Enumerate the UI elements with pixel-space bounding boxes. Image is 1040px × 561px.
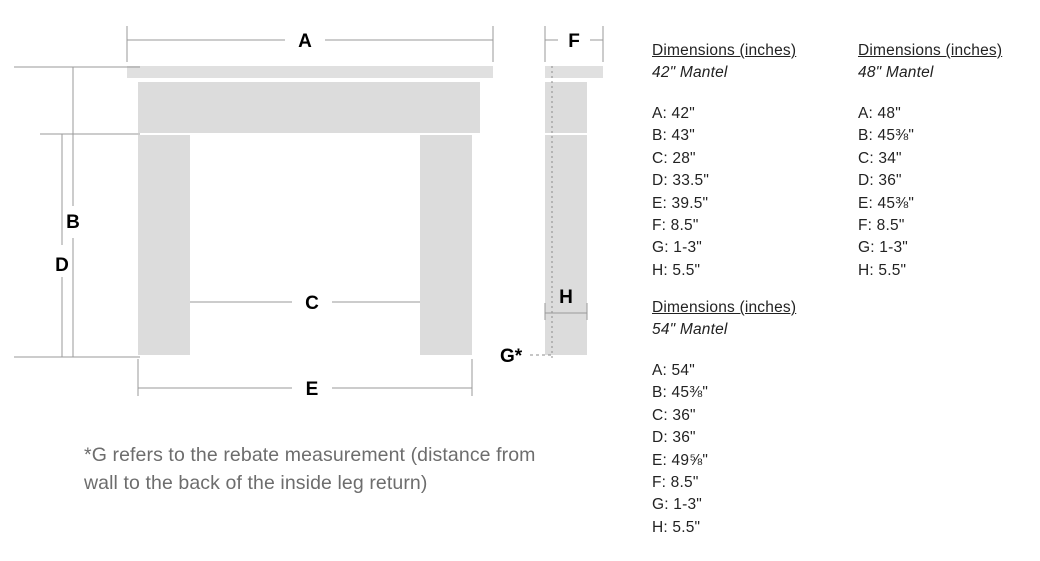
spec-row: E: 45⅜" xyxy=(858,194,915,212)
spec-row: H: 5.5" xyxy=(652,518,701,536)
dimension-label-a: A xyxy=(298,31,312,52)
dimension-a xyxy=(126,26,494,62)
spec-table-48: Dimensions (inches) 48" Mantel A: 48" B:… xyxy=(858,42,1002,282)
mantel-frieze-shape xyxy=(138,82,480,133)
side-leg-shape xyxy=(545,135,587,355)
spec-row: A: 48" xyxy=(858,105,901,122)
spec-list-42: A: 42" B: 43" C: 28" D: 33.5" E: 39.5" F… xyxy=(652,103,796,282)
dimension-label-g: G* xyxy=(500,346,523,367)
dimension-h xyxy=(544,303,588,320)
spec-row: F: 8.5" xyxy=(652,217,699,235)
spec-row: E: 49⅝" xyxy=(652,451,709,469)
dimension-label-h: H xyxy=(559,287,573,308)
spec-row: F: 8.5" xyxy=(652,474,699,492)
spec-row: C: 34" xyxy=(858,149,902,167)
dimension-f xyxy=(544,26,604,62)
mantel-left-leg-shape xyxy=(138,135,190,355)
front-elevation-shapes xyxy=(127,66,493,355)
spec-row: D: 36" xyxy=(652,429,696,447)
spec-row: G: 1-3" xyxy=(652,239,702,257)
rebate-footnote: *G refers to the rebate measurement (dis… xyxy=(84,444,536,494)
spec-subheading-54: 54" Mantel xyxy=(652,321,728,338)
side-profile-shapes xyxy=(545,66,603,355)
spec-heading-42: Dimensions (inches) xyxy=(652,42,797,59)
spec-row: D: 36" xyxy=(858,172,902,190)
dimension-e xyxy=(137,359,473,396)
spec-subheading-42: 42" Mantel xyxy=(652,64,728,81)
spec-table-42: Dimensions (inches) 42" Mantel A: 42" B:… xyxy=(652,42,796,282)
spec-row: C: 28" xyxy=(652,149,696,167)
spec-list-54: A: 54" B: 45⅜" C: 36" D: 36" E: 49⅝" F: … xyxy=(652,360,796,539)
spec-heading-48: Dimensions (inches) xyxy=(858,42,1003,59)
mantel-shelf-shape xyxy=(127,66,493,78)
spec-row: E: 39.5" xyxy=(652,194,709,212)
spec-row: C: 36" xyxy=(652,406,696,424)
spec-row: A: 54" xyxy=(652,362,695,379)
spec-row: B: 43" xyxy=(652,127,695,145)
spec-heading-54: Dimensions (inches) xyxy=(652,299,797,316)
spec-row: D: 33.5" xyxy=(652,172,710,190)
dimension-label-c: C xyxy=(305,293,319,314)
dimension-label-f: F xyxy=(568,31,580,52)
side-shelf-shape xyxy=(545,66,603,78)
extension-lines-left xyxy=(14,66,140,358)
spec-row: A: 42" xyxy=(652,105,695,122)
spec-row: H: 5.5" xyxy=(858,261,907,279)
spec-list-48: A: 48" B: 45⅜" C: 34" D: 36" E: 45⅜" F: … xyxy=(858,103,1002,282)
mantel-right-leg-shape xyxy=(420,135,472,355)
spec-row: G: 1-3" xyxy=(652,496,702,514)
spec-subheading-48: 48" Mantel xyxy=(858,64,934,81)
spec-row: H: 5.5" xyxy=(652,261,701,279)
dimension-label-b: B xyxy=(66,212,80,233)
spec-row: G: 1-3" xyxy=(858,239,908,257)
spec-table-54: Dimensions (inches) 54" Mantel A: 54" B:… xyxy=(652,299,796,539)
spec-row: B: 45⅜" xyxy=(858,127,915,145)
dimension-label-e: E xyxy=(306,379,319,400)
spec-row: B: 45⅜" xyxy=(652,384,709,402)
side-frieze-shape xyxy=(545,82,587,133)
mantel-diagram: A B D C E xyxy=(14,26,604,400)
spec-row: F: 8.5" xyxy=(858,217,905,235)
dimension-label-d: D xyxy=(55,255,69,276)
